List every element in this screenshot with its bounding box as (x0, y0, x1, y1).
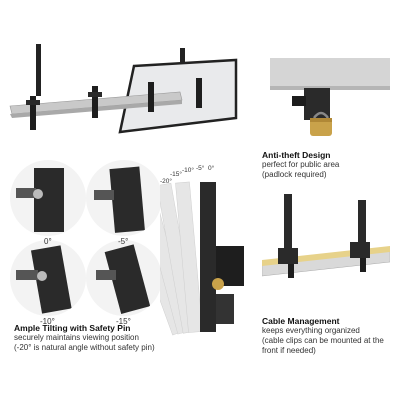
tilting-title: Ample Tilting with Safety Pin (14, 323, 131, 333)
tilt-scale-0: 0° (208, 165, 215, 172)
angle-label-0: 0° (44, 237, 52, 246)
tilting-line2: (-20° is natural angle without safety pi… (14, 343, 155, 352)
tilt-range-illustration (160, 181, 244, 336)
tilt-scale-m10: -10° (182, 167, 194, 174)
angle-label-minus10: -10° (40, 317, 55, 326)
cable-line1: keeps everything organized (262, 326, 360, 335)
tilt-scale-m15: -15° (170, 171, 182, 178)
antitheft-line2: (padlock required) (262, 170, 327, 179)
angle-label-minus5: -5° (118, 237, 129, 246)
tilt-circle-minus15 (86, 240, 162, 316)
tilt-circle-minus10 (10, 240, 86, 316)
antitheft-illustration (270, 58, 390, 136)
tilt-scale-m20: -20° (160, 178, 172, 185)
cable-title: Cable Management (262, 316, 340, 326)
tilt-scale-m5: -5° (196, 165, 205, 172)
tilt-circle-0 (10, 160, 86, 236)
cable-management-illustration (262, 194, 390, 278)
antitheft-title: Anti-theft Design (262, 150, 331, 160)
angle-label-minus15: -15° (116, 317, 131, 326)
tilt-circle-minus5 (86, 160, 162, 236)
cable-line2: (cable clips can be mounted at the (262, 336, 384, 345)
antitheft-line1: perfect for public area (262, 160, 340, 169)
cable-line3: front if needed) (262, 346, 316, 355)
tilting-line1: securely maintains viewing position (14, 333, 139, 342)
ceiling-mount-illustration (9, 44, 238, 134)
